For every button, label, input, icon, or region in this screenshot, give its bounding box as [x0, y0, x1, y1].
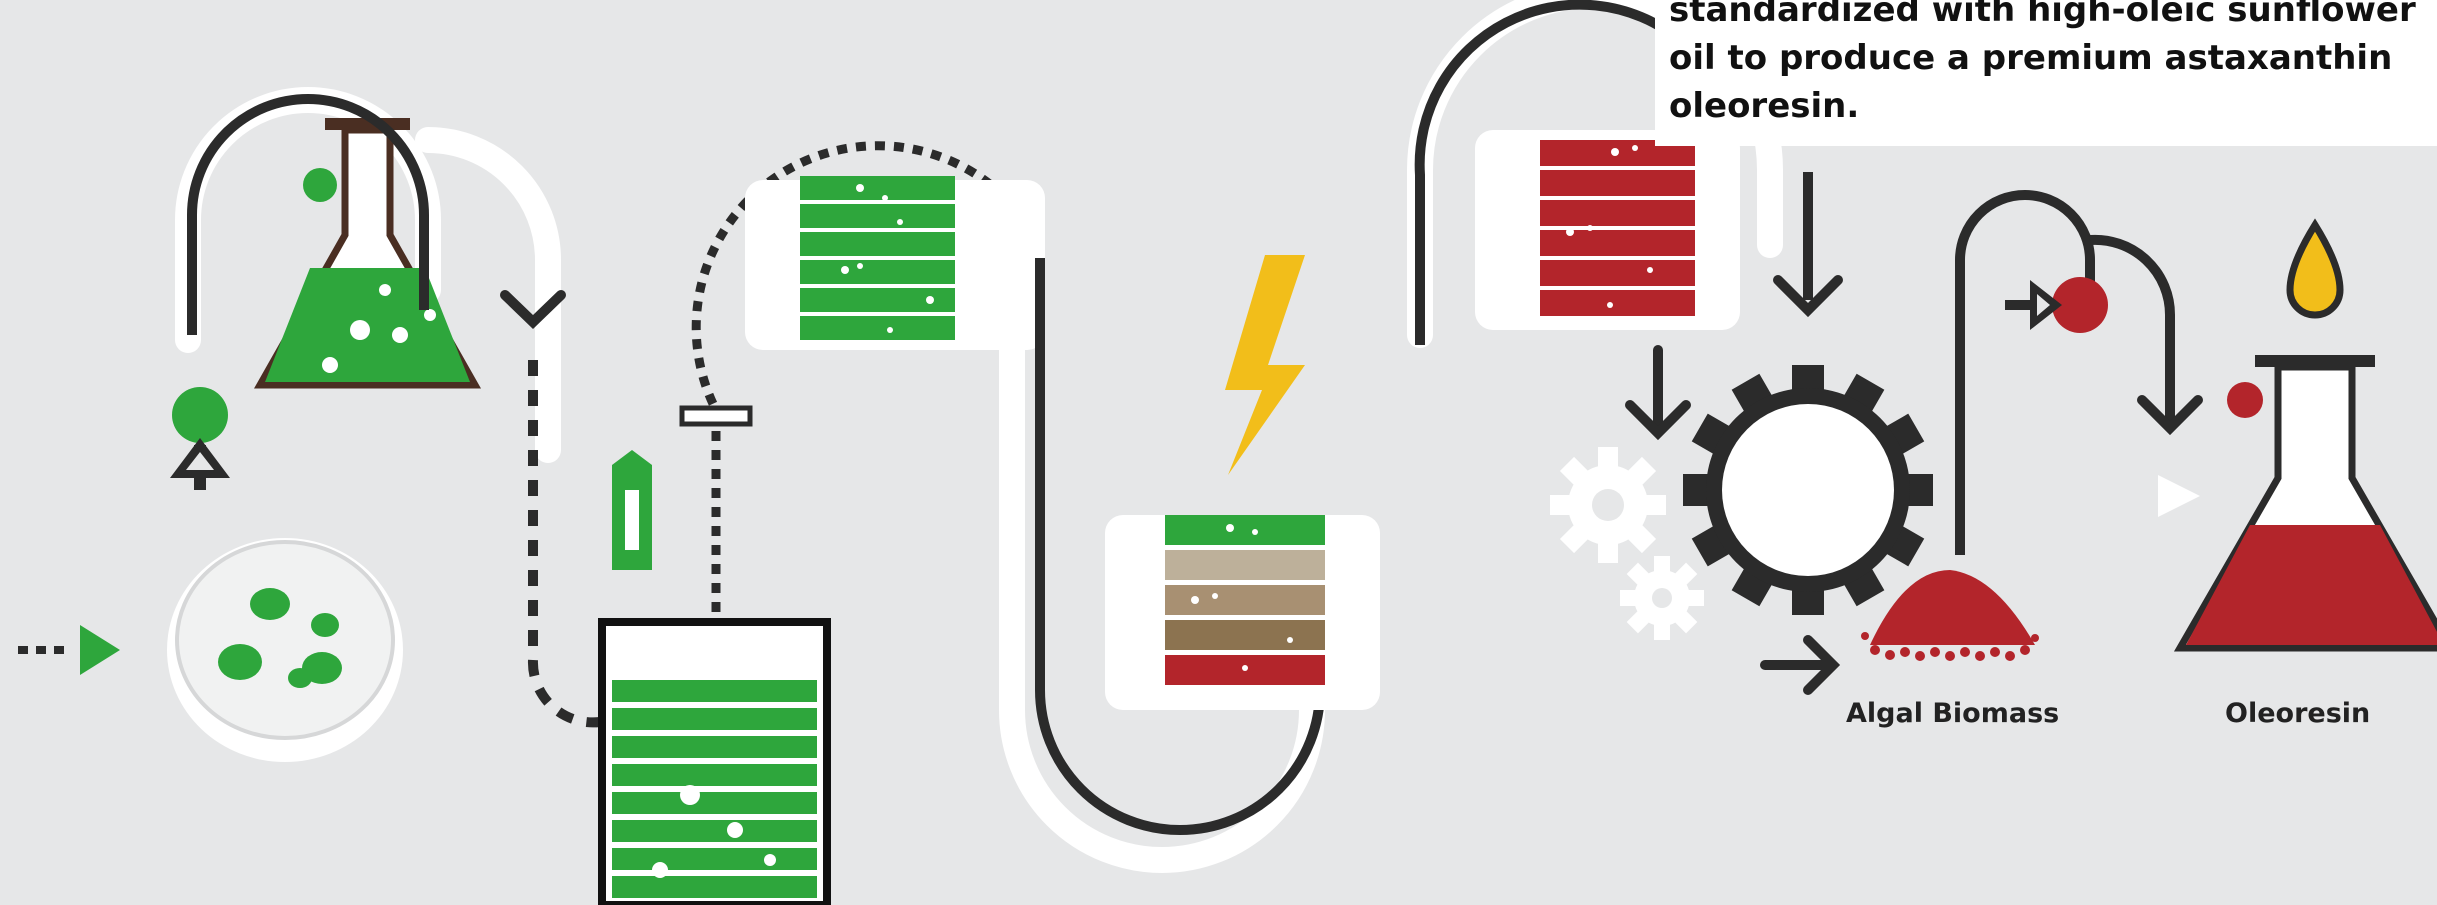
pipe-valve: [679, 405, 753, 427]
lightning-icon: [1225, 255, 1305, 475]
red-dot: [2227, 382, 2263, 418]
path-tube: [175, 0, 1783, 873]
oleoresin-label: Oleoresin: [2225, 698, 2371, 729]
process-line: [187, 94, 601, 728]
callout-line-1: standardized with high-oleic sunflower: [1669, 0, 2416, 30]
down-arrow-icon: [1625, 345, 1691, 441]
callout-line-2: oil to produce a premium astaxanthin: [1669, 38, 2393, 78]
right-arrow-icon: [1760, 635, 1841, 695]
play-arrow-icon: [2158, 475, 2200, 517]
transfer-right-arrow: [2005, 277, 2108, 333]
vial-icon: [612, 450, 652, 570]
process-line-4: [1955, 190, 2203, 555]
input-arrow: [18, 625, 120, 675]
callout-line-3: oleoresin.: [1669, 86, 1860, 126]
algal-biomass-label: Algal Biomass: [1846, 698, 2060, 729]
gear-icon: [1683, 365, 1933, 615]
petri-dish-icon: [167, 538, 403, 762]
coil-reactor-red: [1475, 130, 1740, 330]
coil-reactor-stressed: [1105, 515, 1380, 710]
coil-reactor-green: [745, 176, 1045, 350]
biomass-pile-icon: [1861, 570, 2039, 661]
transfer-up-arrow: [170, 387, 230, 490]
flask-icon: [253, 118, 482, 389]
description-callout: standardized with high-oleic sunflower o…: [1655, 0, 2437, 146]
oil-drop-icon: [2286, 218, 2344, 319]
process-line-3: [1414, 0, 1843, 345]
photobioreactor-tank-icon: [598, 618, 831, 905]
flask-icon-oleoresin: [2173, 355, 2437, 652]
small-gear-icon: [1550, 447, 1704, 640]
